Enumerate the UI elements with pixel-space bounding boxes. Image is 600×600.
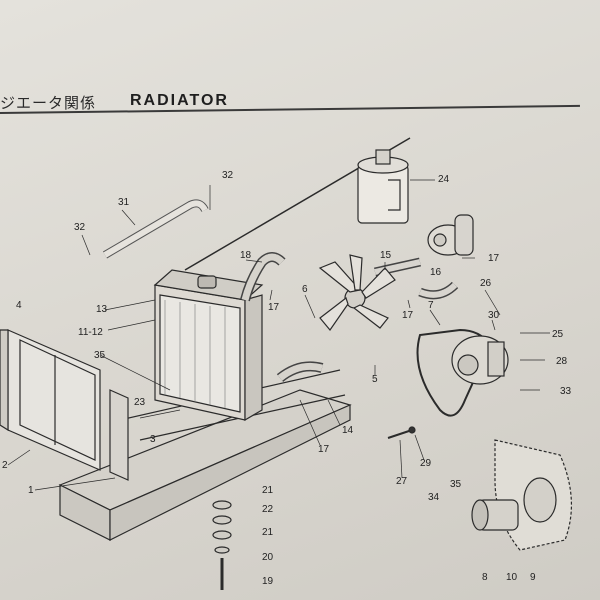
cooling-fan [318,254,396,331]
flywheel-housing [494,439,572,551]
callout-21: 21 [262,485,274,496]
callout-17: 17 [318,444,330,455]
callout-13: 13 [96,304,108,315]
upper-hose [240,252,286,302]
callout-34: 34 [428,492,440,503]
callout-29: 29 [420,458,432,469]
callout-1: 1 [28,485,34,496]
callout-24: 24 [438,174,450,185]
callout-23: 23 [134,397,146,408]
callout-22: 22 [262,504,274,515]
callout-17: 17 [402,310,414,321]
callout-19: 19 [262,576,274,587]
callout-16: 16 [430,267,442,278]
belt-bolts [387,426,416,439]
callout-18: 18 [240,250,252,261]
section-title-japanese: ジエータ関係 [0,94,97,112]
callout-21: 21 [262,527,274,538]
callout-17: 17 [268,302,280,313]
callout-27: 27 [396,476,408,487]
callout-33: 33 [560,386,572,397]
callout-14: 14 [342,425,354,436]
callout-31: 31 [118,197,130,208]
callout-35: 35 [94,350,106,361]
callout-leaders [7,179,550,491]
alternator [451,335,509,385]
reserve-tank [357,149,409,224]
callout-2: 2 [2,460,8,471]
callout-15: 15 [380,250,392,261]
callout-5: 5 [372,374,378,385]
callout-3: 3 [150,434,156,445]
water-pump [427,214,474,256]
callout-8: 8 [482,572,488,583]
radiator-grille [0,329,129,481]
callout-7: 7 [428,300,434,311]
callout-20: 20 [262,552,274,563]
callout-9: 9 [530,572,536,583]
radiator-core [153,269,264,422]
callout-35: 35 [450,479,462,490]
mount-cushion-stack [212,500,232,590]
callout-17: 17 [488,253,500,264]
chassis-frame [58,369,352,541]
lower-hose [276,361,324,383]
callout-32: 32 [222,170,234,181]
starter-motor [471,499,519,531]
callout-4: 4 [16,300,22,311]
callout-11-12: 11-12 [78,327,103,338]
callout-30: 30 [488,310,500,321]
callout-25: 25 [552,329,564,340]
callout-26: 26 [480,278,492,289]
callout-28: 28 [556,356,568,367]
section-title-english: RADIATOR [130,92,229,109]
upper-pipe [102,199,209,259]
callout-32: 32 [74,222,86,233]
callout-6: 6 [302,284,308,295]
fan-belt [416,328,492,417]
callout-10: 10 [506,572,518,583]
